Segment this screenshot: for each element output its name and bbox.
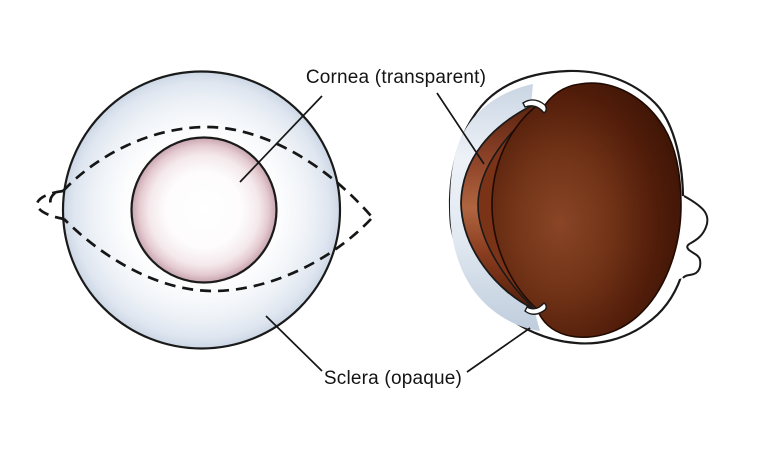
optic-nerve-stub-fill [679, 196, 708, 279]
tear-duct-inner-fold [48, 191, 56, 208]
side-eye-view [448, 69, 709, 345]
upper-eyelid-dashed-line [62, 125, 373, 217]
eyelid-dashed-outline [35, 125, 373, 293]
sclera-shell-inner-edge [460, 105, 535, 310]
leader-lines [239, 92, 531, 373]
cornea-side-band [461, 106, 539, 310]
tear-duct-corner-outline [35, 189, 65, 221]
cornea-leader-line-left [239, 95, 323, 183]
cornea-label: Cornea (transparent) [305, 67, 487, 88]
sclera-label: Sclera (opaque) [323, 368, 463, 389]
optic-nerve-stub-outline [682, 195, 709, 279]
shell-cusp-bottom [524, 302, 547, 315]
front-eye-view [35, 70, 373, 350]
sclera-leader-line-left [265, 315, 323, 372]
choroid-ball [491, 82, 682, 338]
shell-cusp-top [522, 99, 547, 114]
sclera-leader-line-right [466, 327, 531, 373]
cornea-circle [130, 136, 278, 284]
lower-eyelid-dashed-line [63, 218, 372, 293]
cornea-leader-line-right [436, 92, 485, 165]
